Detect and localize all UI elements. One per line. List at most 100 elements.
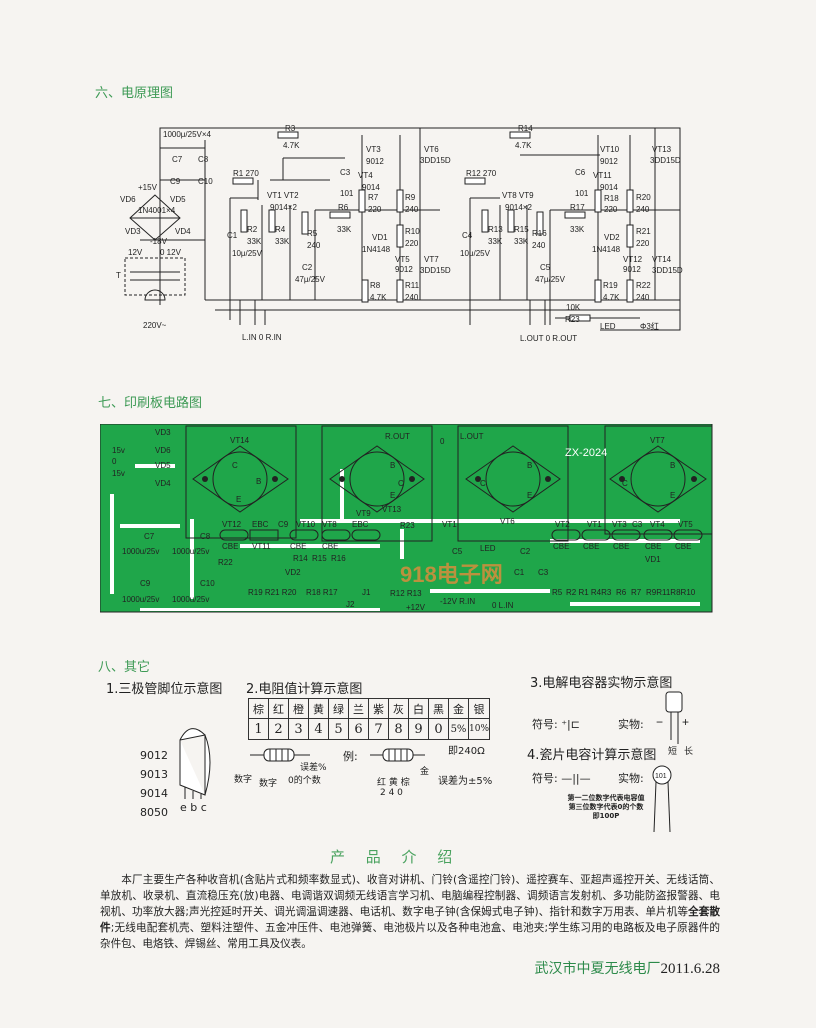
example-digits: 2 4 0 [380, 788, 403, 798]
pcb-label: VT10 [296, 520, 316, 529]
pcb-pads [202, 476, 697, 482]
label: VT6 [424, 145, 439, 154]
label: L.OUT 0 R.OUT [520, 334, 577, 343]
pcb-label: R18 R17 [306, 588, 338, 597]
object-label: 实物: [618, 772, 644, 785]
pin-labels: e b c [180, 801, 207, 814]
label: 240 [405, 293, 419, 302]
pcb-label: 1000u/25v [122, 547, 159, 556]
label: 4.7K [515, 141, 532, 150]
label: VD1 [372, 233, 388, 242]
label: 9012 [366, 157, 384, 166]
label: 220 [604, 205, 618, 214]
value-cell: 2 [268, 718, 289, 740]
model: 9013 [140, 768, 168, 781]
pcb-label: 1000u/25v [122, 595, 159, 604]
label: R16 [532, 229, 547, 238]
label: 3DD15D [652, 266, 683, 275]
color-cell: 紫 [368, 698, 389, 719]
ceramic-note: 第一二位数字代表电容值 第三位数字代表0的个数 即100P [566, 794, 646, 821]
pcb-label: VT2 [555, 520, 570, 529]
object-label: 实物: [618, 718, 644, 731]
label: VD3 [125, 227, 141, 236]
label: R5 [307, 229, 318, 238]
label: VT8 VT9 [502, 191, 534, 200]
pcb-transistor-outlines [185, 425, 713, 542]
label: C9 [170, 177, 181, 186]
pcb-label: J2 [346, 600, 355, 609]
pcb-label: 1000u/25v [172, 547, 209, 556]
label: -18V [150, 237, 168, 246]
label: R13 [488, 225, 503, 234]
label: 1000μ/25V×4 [163, 130, 212, 139]
label: R10 [405, 227, 420, 236]
pcb-label: CBE [553, 542, 569, 551]
pcb-label: VD6 [155, 446, 171, 455]
label: 33K [337, 225, 352, 234]
label: L.IN 0 R.IN [242, 333, 282, 342]
pcb-label: R6 [616, 588, 627, 597]
label: R3 [285, 124, 296, 133]
value-cell: 4 [308, 718, 329, 740]
pcb-label: B [527, 461, 532, 470]
label: VD5 [170, 195, 186, 204]
zeros-note: 0的个数 [288, 776, 321, 786]
electrolytic-symbol: 符号: ⁺|⊏ [532, 716, 580, 732]
color-cell: 红 [268, 698, 289, 719]
value-cell: 9 [408, 718, 429, 740]
pcb-label: C [232, 461, 238, 470]
pcb-label: R9R11R8R10 [646, 588, 696, 597]
color-cell: 灰 [388, 698, 409, 719]
label: Φ3红 [640, 321, 659, 331]
pcb-label: EBC [252, 520, 269, 529]
pcb-label: CBE [583, 542, 599, 551]
label: R7 [368, 193, 379, 202]
pcb-label: +12V [406, 603, 426, 612]
label: LED [600, 322, 616, 331]
label: 0 12V [160, 248, 182, 257]
pcb-label: R.OUT [385, 432, 410, 441]
label: 9014 [362, 183, 380, 192]
pcb-label: CBE [675, 542, 691, 551]
pcb-label: C3 [632, 520, 643, 529]
label: R15 [514, 225, 529, 234]
label: R9 [405, 193, 416, 202]
long-lead-label: 长 [684, 747, 694, 757]
pcb-label: C3 [538, 568, 549, 577]
label: 3DD15D [420, 266, 451, 275]
schematic-heading: 六、电原理图 [95, 86, 174, 101]
label: 33K [247, 237, 262, 246]
pcb-label: B [390, 461, 395, 470]
label: 47μ/25V [295, 275, 326, 284]
company-name: 武汉市中夏无线电厂 [534, 961, 661, 977]
pcb-label: E [670, 491, 675, 500]
label: R14 [518, 124, 533, 133]
capacitor-polar-icon: ⁺|⊏ [561, 718, 580, 731]
label: 10μ/25V [460, 249, 491, 258]
pcb-label: VT9 [356, 509, 371, 518]
label: 101 [575, 189, 589, 198]
fig1-title: 1.三极管脚位示意图 [106, 682, 223, 697]
pcb-label: R7 [631, 588, 642, 597]
pcb-label: R16 [331, 554, 346, 563]
color-cell: 金 [448, 698, 469, 719]
transistor-icon [179, 728, 211, 799]
pcb-label: E [390, 491, 395, 500]
label: 33K [488, 237, 503, 246]
intro-text: ;无线电配套机壳、塑料注塑件、五金冲压件、电池弹簧、电池极片以及各种电池盒、电池… [100, 922, 720, 950]
pcb-label: R22 [218, 558, 233, 567]
label: VT13 [652, 145, 672, 154]
transistor-models: 9012 9013 9014 8050 [140, 746, 168, 822]
pcb-label: VT1 [587, 520, 602, 529]
note-line: 即100P [592, 812, 620, 820]
pcb-label: -12V R.IN [440, 597, 475, 606]
label: R20 [636, 193, 651, 202]
model: 9014 [140, 787, 168, 800]
label: R18 [604, 194, 619, 203]
label: 240 [636, 293, 650, 302]
pcb-label: 15v [112, 469, 125, 478]
pcb-label: R5 [552, 588, 563, 597]
pcb-label: EBC [352, 520, 369, 529]
